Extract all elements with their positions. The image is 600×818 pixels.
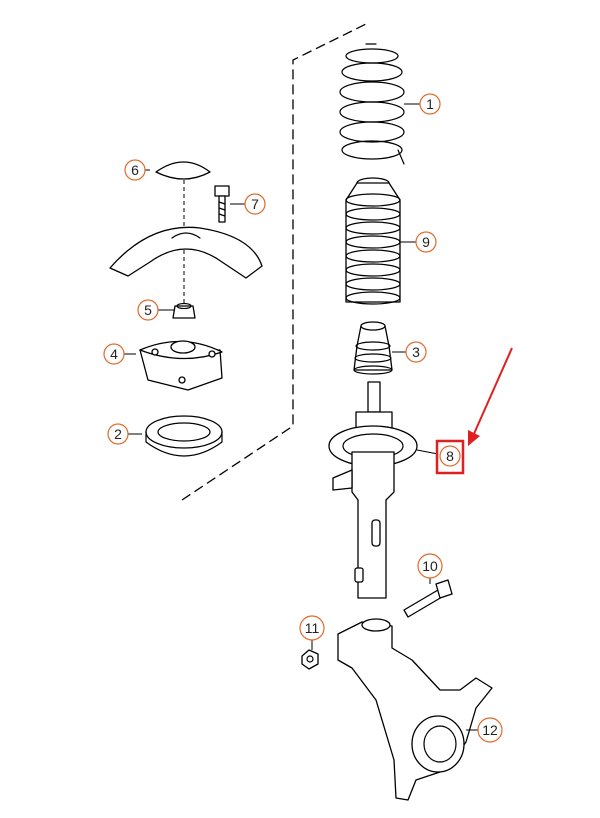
callout-3: 3 <box>405 341 427 363</box>
callout-label: 4 <box>110 346 118 362</box>
callout-label: 1 <box>426 96 434 112</box>
callout-6: 6 <box>124 159 146 181</box>
strut-bearing <box>145 415 223 457</box>
callout-1: 1 <box>419 93 441 115</box>
dust-boot <box>345 177 401 305</box>
top-cap <box>155 161 211 180</box>
callout-8: 8 <box>435 439 465 475</box>
highlight-arrow <box>468 347 513 446</box>
callout-12: 12 <box>477 717 503 743</box>
leader-lines <box>124 103 478 731</box>
callout-11: 11 <box>299 615 325 641</box>
callout-label: 8 <box>446 448 454 464</box>
callout-label: 2 <box>114 426 122 442</box>
knuckle-bolt <box>403 579 453 618</box>
strut-nut <box>172 302 196 319</box>
callout-label: 12 <box>482 722 498 738</box>
callout-label: 5 <box>144 302 152 318</box>
callout-label: 10 <box>422 558 438 574</box>
strut-mount <box>139 340 223 391</box>
coil-spring <box>339 43 405 165</box>
callout-label: 7 <box>251 196 259 212</box>
bump-stop <box>353 321 393 375</box>
shock-absorber <box>328 381 418 599</box>
callout-8-highlight-box <box>435 439 465 475</box>
upper-shield <box>109 226 263 279</box>
callout-label: 6 <box>131 162 139 178</box>
knuckle-nut <box>301 649 319 670</box>
callout-10: 10 <box>417 553 443 579</box>
callout-label: 11 <box>305 620 320 636</box>
mount-bolt <box>214 185 230 223</box>
callout-2: 2 <box>107 423 129 445</box>
callout-7: 7 <box>244 193 266 215</box>
callout-label: 9 <box>422 234 430 250</box>
steering-knuckle <box>337 618 493 801</box>
callout-9: 9 <box>415 231 437 253</box>
callout-4: 4 <box>103 343 125 365</box>
callout-5: 5 <box>137 299 159 321</box>
callout-label: 3 <box>412 344 420 360</box>
